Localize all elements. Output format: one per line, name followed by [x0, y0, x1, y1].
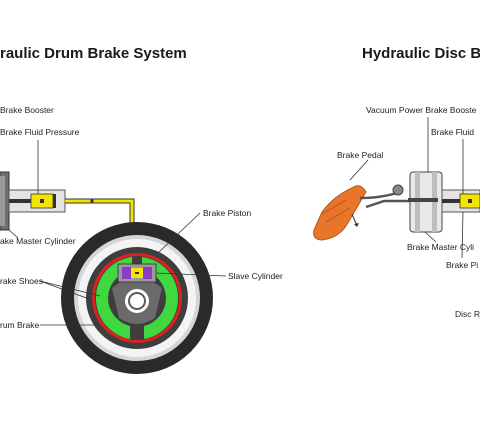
drum-leader-lines	[8, 140, 227, 326]
label-brake-booster: Brake Booster	[0, 105, 54, 115]
drum-slave-cylinder	[117, 263, 157, 283]
label-drum-brake: rum Brake	[0, 320, 39, 330]
left-title: raulic Drum Brake System	[0, 45, 187, 62]
drum-hub	[112, 278, 162, 324]
right-title: Hydraulic Disc B	[362, 45, 480, 62]
disc-leader-lines	[349, 117, 464, 259]
label-brake-piston: Brake Piston	[203, 208, 251, 218]
label-disc-brake-piston: Brake Pi	[446, 260, 478, 270]
drum-brake-booster	[0, 171, 10, 231]
label-brake-master-cylinder: ake Master Cylinder	[0, 236, 76, 246]
disc-brake-booster	[408, 171, 443, 233]
label-vacuum-power-brake-booster: Vacuum Power Brake Booste	[366, 105, 477, 115]
label-brake-shoes: rake Shoes	[0, 276, 43, 286]
disc-pedal-rod	[351, 184, 410, 227]
label-slave-cylinder: Slave Cylinder	[228, 271, 283, 281]
disc-master-cylinder	[441, 189, 480, 213]
label-brake-fluid: Brake Fluid	[431, 127, 474, 137]
label-disc-brake-master-cylinder: Brake Master Cyli	[407, 242, 474, 252]
disc-brake-pedal	[313, 185, 367, 241]
label-brake-pedal: Brake Pedal	[337, 150, 383, 160]
label-disc-rotor: Disc R	[455, 309, 480, 319]
drum-master-cylinder	[8, 189, 66, 213]
label-brake-fluid-pressure: Brake Fluid Pressure	[0, 127, 80, 137]
